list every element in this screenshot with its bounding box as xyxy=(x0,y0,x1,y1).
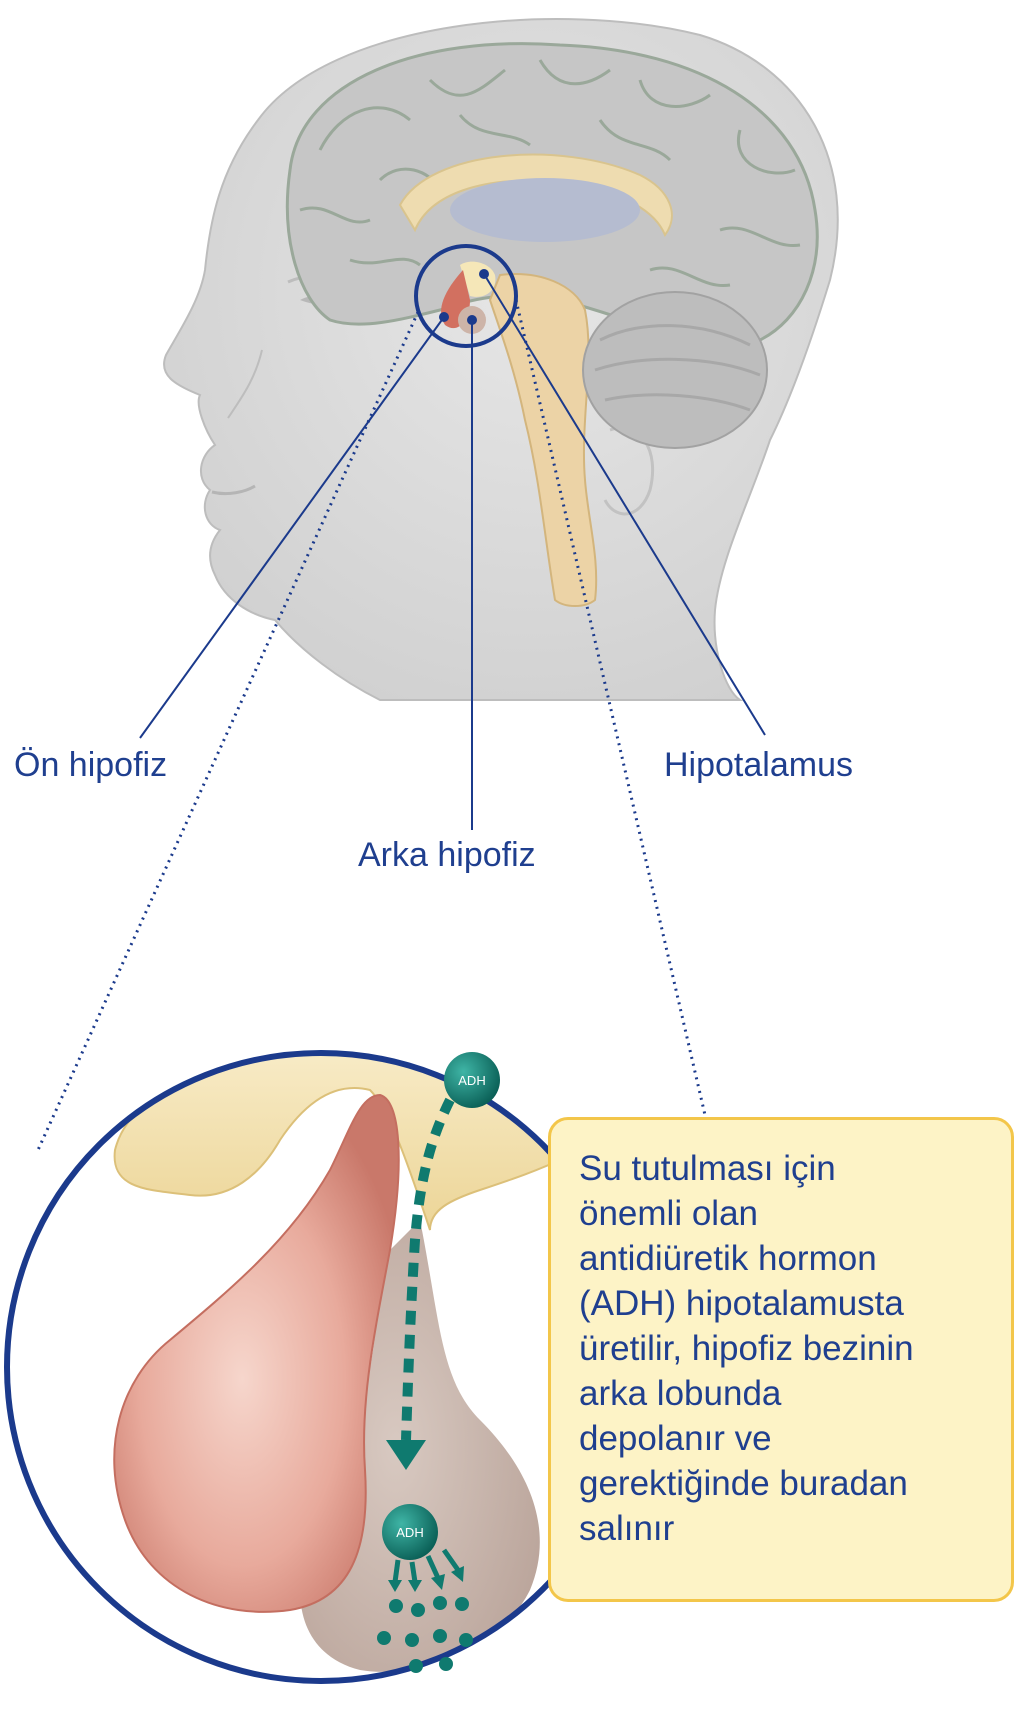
cerebellum xyxy=(582,291,768,449)
zoom-view: ADH ADH xyxy=(4,1050,638,1684)
brainstem xyxy=(488,273,598,607)
adh-badge-bottom: ADH xyxy=(382,1504,438,1560)
adh-badge-bottom-label: ADH xyxy=(396,1525,423,1540)
anterior-lobe xyxy=(113,1093,400,1613)
label-anterior-pituitary: Ön hipofiz xyxy=(14,746,168,784)
adh-release-dots xyxy=(377,1596,473,1673)
label-hypothalamus: Hipotalamus xyxy=(664,746,853,784)
label-posterior-pituitary: Arka hipofiz xyxy=(358,836,536,874)
brain-illustration xyxy=(285,42,819,607)
mouth-line xyxy=(211,484,256,496)
brain-gyri xyxy=(299,59,801,288)
leader-lines xyxy=(139,273,766,830)
lateral-ventricle xyxy=(450,178,640,242)
adh-badge-top: ADH xyxy=(444,1052,500,1108)
adh-transport-path xyxy=(401,1097,455,1441)
adh-badge-top-label: ADH xyxy=(458,1073,485,1088)
small-highlight-circle xyxy=(414,244,518,348)
adh-release-arrows xyxy=(388,1548,464,1592)
nose-line xyxy=(227,349,263,419)
cerebellum-folia xyxy=(594,324,761,412)
corpus-callosum xyxy=(398,153,673,238)
leader-hypothalamus xyxy=(483,273,766,736)
leader-anterior xyxy=(139,316,445,739)
adh-transport-arrowhead xyxy=(386,1440,426,1470)
